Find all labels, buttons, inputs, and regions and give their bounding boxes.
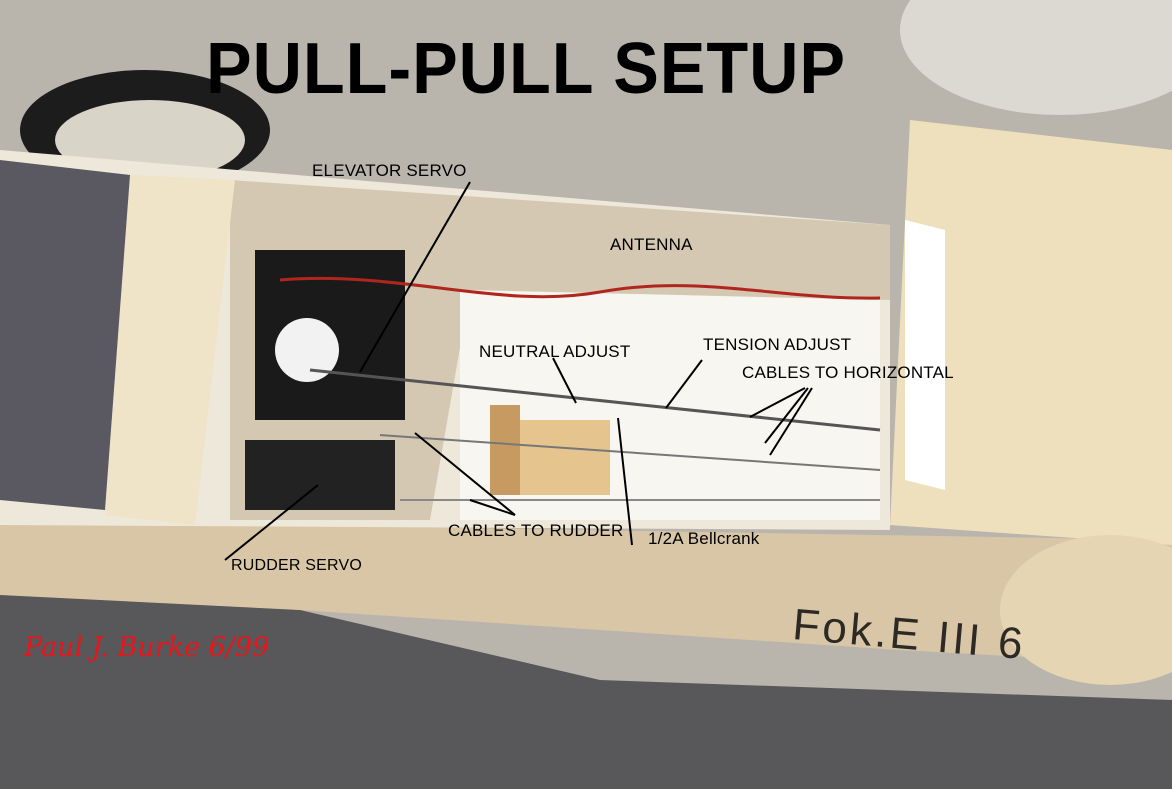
bulkhead [105,175,235,525]
leader-rudder-servo [224,484,319,561]
label-neutral-adjust: NEUTRAL ADJUST [479,342,631,361]
label-antenna: ANTENNA [610,235,693,254]
leader-bellcrank [617,417,633,546]
rudder-cable-1 [379,434,881,471]
label-tension-adjust: TENSION ADJUST [703,335,852,354]
leader-rudder-1 [414,432,516,516]
leader-horizontal-1 [749,387,806,418]
tail-disc [1000,535,1172,685]
bellcrank-mount [490,405,520,495]
shadow [0,590,1172,789]
leader-lines [224,181,813,561]
bellcrank-block [520,420,610,495]
label-cables-horizontal: CABLES TO HORIZONTAL [742,363,954,382]
fuselage-side [0,520,1172,665]
signature: Paul J. Burke 6/99 [24,632,270,663]
leader-elevator-servo [359,181,471,373]
antenna-wire [279,276,881,300]
radio-bay [0,160,130,510]
leader-neutral-adjust [552,357,577,404]
leader-rudder-2 [469,499,516,516]
tail-opening [905,220,945,490]
servo-wheel [275,318,339,382]
leader-horizontal-3 [769,387,813,456]
elevator-pushrod [309,368,881,432]
page-title: PULL-PULL SETUP [206,29,847,109]
rudder-servo [245,440,395,510]
wheel-right [900,0,1172,115]
leader-tension-adjust [665,359,703,409]
tail-box [890,120,1172,545]
label-bellcrank: 1/2A Bellcrank [648,529,760,548]
label-rudder-servo: RUDDER SERVO [231,557,363,574]
label-elevator-servo: ELEVATOR SERVO [312,161,467,180]
label-cables-rudder: CABLES TO RUDDER [448,521,624,540]
leader-horizontal-2 [764,387,809,444]
